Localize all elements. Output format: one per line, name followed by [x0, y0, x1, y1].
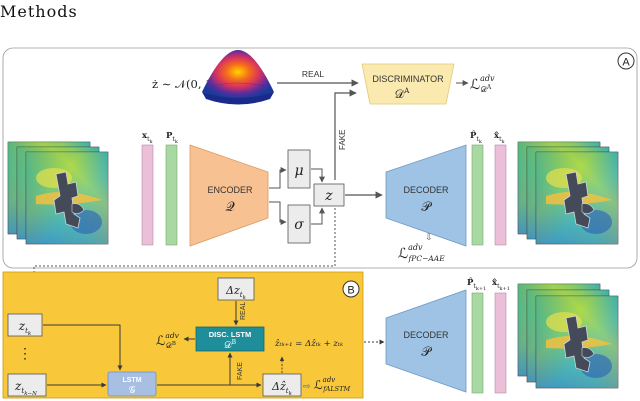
real-label-a: REAL: [302, 69, 324, 79]
output-p-label-c: P̂tk+1: [467, 276, 486, 292]
output-flow-stack-a: [517, 141, 619, 245]
decoder-c-block: [385, 289, 467, 393]
panel-b-badge: [342, 280, 360, 298]
panel-b-badge-label: B: [347, 285, 354, 297]
lstm-symbol: 𝒢: [129, 385, 136, 396]
fake-label-b: FAKE: [237, 362, 244, 380]
latent-z-box: [313, 183, 345, 207]
real-label-b: REAL: [240, 302, 247, 320]
mu-symbol: μ: [294, 163, 303, 179]
decoder-c-name: DECODER: [403, 330, 449, 340]
z-tk-box: [7, 313, 43, 337]
input-flow-stack: [7, 141, 109, 245]
delta-zhat-label: Δẑtk: [271, 380, 293, 397]
discriminator-a-block: [361, 63, 455, 105]
update-equation: ẑₜₖ₊₁ = Δẑₜₖ + zₜₖ: [274, 338, 343, 349]
output-p-vector-a: [471, 144, 484, 246]
encoder-name: ENCODER: [207, 185, 253, 195]
output-x-label-a: x̂tk: [494, 130, 506, 145]
discriminator-a-symbol: 𝒟A: [395, 87, 411, 101]
lstm-name: LSTM: [122, 377, 141, 384]
delta-z-label: Δztk: [225, 284, 247, 301]
input-p-vector: [165, 144, 178, 246]
decoder-a-name: DECODER: [403, 185, 449, 195]
delta-z-box: [217, 277, 255, 301]
disc-lstm-block: [195, 326, 265, 352]
encoder-symbol: 𝒬: [225, 200, 235, 215]
output-p-label-a: P̂tk: [470, 129, 483, 145]
vertical-ellipsis: ⋮: [18, 346, 32, 362]
hollow-down-arrow-icon: ⇩: [425, 232, 433, 242]
input-x-vector: [141, 144, 154, 246]
z-tkn-label: ztk−N: [14, 379, 37, 397]
panel-b-frame: [2, 271, 364, 399]
sigma-symbol: σ: [294, 217, 304, 233]
input-p-label: Ptk: [166, 131, 179, 145]
decoder-c-symbol: 𝒫: [421, 345, 432, 360]
decoder-a-symbol: 𝒫: [421, 200, 432, 215]
encoder-mu-arrow: [269, 167, 287, 189]
delta-zhat-box: [262, 373, 302, 397]
decoder-a-block: [385, 144, 467, 247]
encoder-block: [189, 144, 269, 247]
z-tk-label: ztk: [18, 319, 32, 337]
panel-a-badge: [617, 52, 635, 70]
output-flow-stack-c: [517, 283, 619, 389]
gaussian-surface-icon: [202, 50, 274, 105]
fake-arrow-a: [334, 89, 357, 180]
fake-label-a: FAKE: [338, 130, 347, 150]
prior-distribution-label: ż ∼ 𝒩(0, 1): [152, 77, 217, 91]
disc-lstm-symbol: 𝒟B: [224, 339, 237, 351]
loss-lstm-arrow-icon: ⇨: [303, 381, 311, 391]
disc-lstm-name: DISC. LSTM: [209, 330, 252, 339]
lstm-block: [107, 371, 157, 397]
encoder-sigma-arrow: [269, 201, 287, 225]
sigma-box: [287, 204, 311, 244]
discriminator-a-name: DISCRIMINATOR: [372, 74, 444, 84]
output-x-label-c: x̂tk+1: [492, 277, 510, 292]
latent-z-symbol: z: [324, 188, 333, 204]
z-tkn-box: [7, 373, 47, 397]
z-tk-to-lstm-arrow: [43, 324, 123, 371]
section-heading: Methods: [0, 2, 78, 21]
mu-to-z-arrow: [311, 168, 325, 183]
mu-box: [287, 149, 311, 189]
input-x-label: xtk: [142, 131, 154, 145]
output-x-vector-c: [494, 292, 507, 394]
output-p-vector-c: [471, 292, 484, 394]
output-x-vector-a: [494, 144, 507, 246]
panel-a-badge-label: A: [622, 57, 630, 69]
sigma-to-z-arrow: [311, 207, 325, 225]
